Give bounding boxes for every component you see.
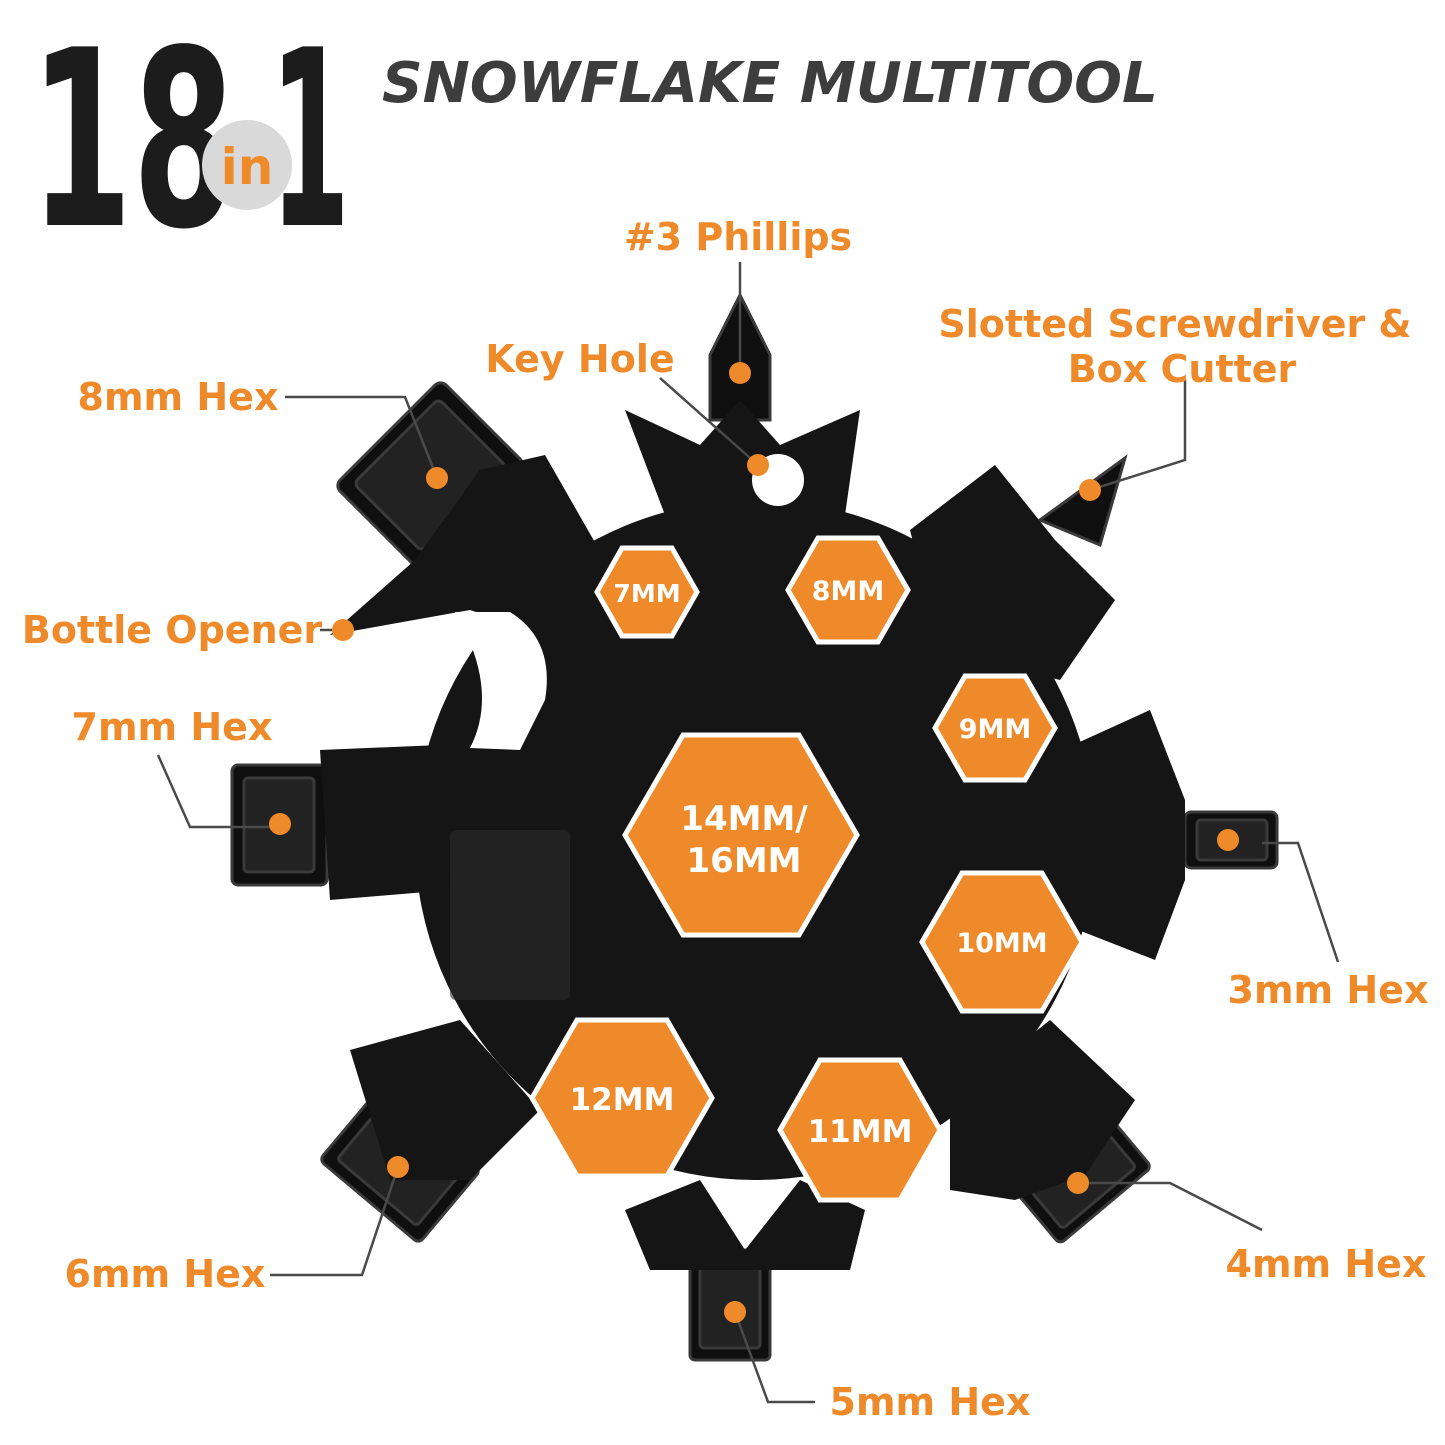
- label-8mm: 8MM: [812, 576, 885, 607]
- leader-5mm: [733, 1311, 815, 1404]
- callout-dots: [269, 362, 1239, 1323]
- callout-8mm-hex: 8mm Hex: [78, 375, 279, 419]
- leader-keyhole: [659, 377, 759, 466]
- label-center-line2: 16MM: [687, 841, 802, 881]
- label-12mm: 12MM: [570, 1082, 675, 1118]
- leader-6mm: [270, 1166, 400, 1277]
- body-shading: [450, 830, 570, 1000]
- label-center-line1: 14MM/: [680, 799, 808, 839]
- wrench-7mm: [594, 545, 700, 639]
- callout-slotted-line1: Slotted Screwdriver &: [938, 302, 1411, 346]
- wrench-9mm: [932, 673, 1058, 783]
- leader-lines: [156, 262, 1340, 1404]
- count-right: 1: [270, 0, 350, 283]
- dot-4mm: [1067, 1172, 1089, 1194]
- callout-key-hole: Key Hole: [485, 337, 674, 381]
- wrench-10mm: [919, 870, 1085, 1014]
- dot-phillips: [729, 362, 751, 384]
- in-word: in: [221, 138, 274, 196]
- count-left: 18: [30, 0, 235, 283]
- dot-5mm: [724, 1301, 746, 1323]
- leader-3mm: [1262, 841, 1340, 963]
- bottle-opener-notch: [455, 612, 547, 750]
- in-badge: [202, 120, 292, 210]
- dot-8mm: [426, 467, 448, 489]
- wrench-center: [622, 732, 860, 938]
- leader-slotted: [1089, 380, 1187, 492]
- leader-8mm: [285, 395, 439, 479]
- callout-phillips: #3 Phillips: [624, 215, 852, 259]
- callout-5mm-hex: 5mm Hex: [830, 1380, 1031, 1424]
- label-7mm: 7MM: [613, 579, 680, 608]
- callout-6mm-hex: 6mm Hex: [65, 1252, 266, 1296]
- leader-4mm: [1078, 1181, 1263, 1232]
- callout-slotted-line2: Box Cutter: [1068, 347, 1297, 391]
- label-10mm: 10MM: [956, 928, 1047, 959]
- wrench-8mm: [785, 535, 911, 645]
- dot-bottle: [332, 619, 354, 641]
- wrench-12mm: [529, 1017, 715, 1179]
- dot-7mm: [269, 813, 291, 835]
- dot-slotted: [1079, 479, 1101, 501]
- dot-6mm: [387, 1156, 409, 1178]
- wrench-labels: 7MM 8MM 9MM 10MM 11MM 12MM 14MM/ 16MM: [570, 576, 1048, 1150]
- dot-keyhole: [747, 454, 769, 476]
- label-9mm: 9MM: [959, 714, 1032, 745]
- leader-7mm: [156, 754, 280, 829]
- headline: SNOWFLAKE MULTITOOL: [382, 51, 1158, 116]
- callout-7mm-hex: 7mm Hex: [72, 705, 273, 749]
- bit-slotted-blade: [1036, 454, 1128, 548]
- wrench-11mm: [777, 1057, 943, 1203]
- callout-labels: #3 Phillips Key Hole Slotted Screwdriver…: [22, 215, 1429, 1424]
- label-11mm: 11MM: [808, 1114, 913, 1150]
- callout-3mm-hex: 3mm Hex: [1228, 968, 1429, 1012]
- dot-3mm: [1217, 829, 1239, 851]
- callout-4mm-hex: 4mm Hex: [1226, 1242, 1427, 1286]
- title-block: 18 in 1 SNOWFLAKE MULTITOOL: [30, 0, 1158, 283]
- callout-bottle-opener: Bottle Opener: [22, 608, 323, 652]
- wrench-openings: [529, 535, 1085, 1203]
